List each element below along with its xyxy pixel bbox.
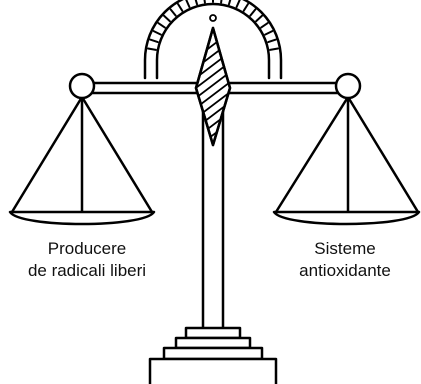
dial-tick bbox=[255, 14, 263, 23]
dial-tick bbox=[177, 3, 184, 12]
dial-tick bbox=[242, 3, 249, 12]
left-label-line-1: Producere bbox=[47, 239, 127, 258]
dial-tick bbox=[235, 0, 241, 8]
dial-tick bbox=[149, 38, 159, 44]
dial-tick-marks bbox=[147, 0, 279, 51]
left-label-line-2: de radicali liberi bbox=[27, 261, 147, 280]
dial-tick bbox=[194, 0, 198, 6]
dial-tick bbox=[220, 0, 223, 4]
free-radical-production-label: Producere de radicali liberi bbox=[4, 238, 170, 282]
right-label-line-1: Sisteme bbox=[314, 239, 376, 258]
needle-pointer bbox=[194, 26, 232, 147]
dial-tick bbox=[228, 0, 232, 6]
left-pan bbox=[8, 72, 156, 226]
dial-tick bbox=[157, 22, 166, 29]
dial-tick bbox=[185, 0, 191, 8]
scale-base bbox=[148, 326, 278, 384]
right-pan bbox=[272, 72, 421, 226]
dial-tick bbox=[152, 30, 162, 36]
right-pivot-ring bbox=[334, 72, 362, 100]
dial-tick bbox=[169, 8, 177, 17]
antioxidant-systems-label: Sisteme antioxidante bbox=[270, 238, 420, 282]
dial-tick bbox=[203, 0, 206, 4]
right-label-line-2: antioxidante bbox=[299, 261, 391, 280]
dial-tick bbox=[260, 22, 269, 29]
dial-tick bbox=[267, 38, 277, 44]
dial-tick bbox=[147, 47, 157, 51]
left-pivot-ring bbox=[68, 72, 96, 100]
dial-tick bbox=[264, 30, 274, 36]
dial-tick bbox=[269, 47, 279, 51]
dial-pivot bbox=[209, 14, 217, 22]
dial-tick bbox=[249, 8, 257, 17]
dial-tick bbox=[163, 14, 171, 23]
